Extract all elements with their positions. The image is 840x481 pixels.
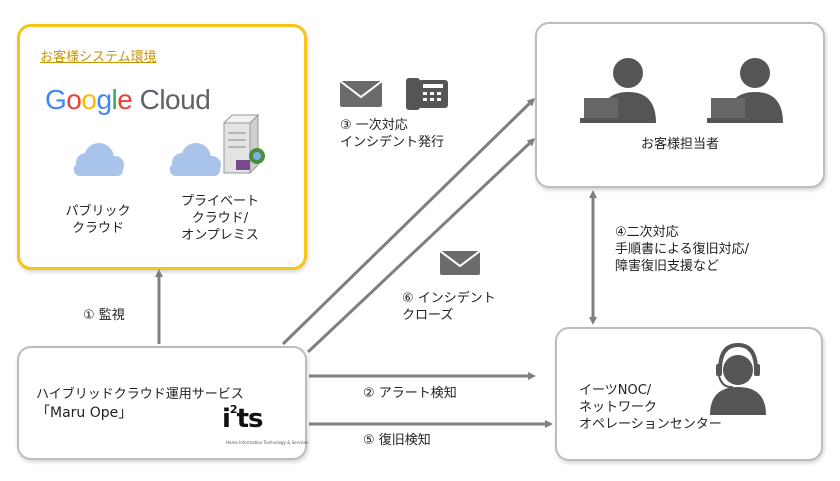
phone-icon <box>406 78 448 110</box>
google-cloud-logo: Google Cloud <box>45 84 211 115</box>
noc-box <box>555 327 823 461</box>
mail-icon <box>439 250 481 275</box>
cloud-icon <box>74 143 124 176</box>
recovery-label: ⑤ 復旧検知 <box>363 433 431 448</box>
second-response-label: ④二次対応 手順書による復旧対応/ 障害復旧支援など <box>615 225 749 274</box>
service-product-name: 「Maru Ope」 <box>36 405 133 421</box>
its-logo: i2ts <box>222 403 263 434</box>
customer-environment-box <box>17 24 307 270</box>
close-label: ⑥ インシデント クローズ <box>402 291 496 323</box>
person-laptop-icon <box>707 58 783 123</box>
monitor-label: ① 監視 <box>83 308 125 323</box>
private-cloud-label: プライベート クラウド/ オンプレミス <box>180 194 259 243</box>
service-name: ハイブリッドクラウド運用サービス <box>36 387 244 402</box>
first-response-label: ③ 一次対応 インシデント発行 <box>340 118 445 150</box>
noc-label: イーツNOC/ ネットワーク オペレーションセンター <box>579 383 722 432</box>
person-laptop-icon <box>580 58 656 123</box>
public-cloud-label: パブリック クラウド <box>65 204 131 236</box>
escalation-arrow <box>306 137 536 354</box>
headset-operator-icon <box>710 342 766 415</box>
first-response-arrow <box>281 97 536 346</box>
server-icon <box>222 113 265 175</box>
mail-icon <box>339 80 383 107</box>
service-box <box>17 346 307 460</box>
customer-env-title: お客様システム環境 <box>40 50 157 65</box>
cloud-icon <box>170 143 221 176</box>
customer-staff-label: お客様担当者 <box>640 137 719 152</box>
its-logo-tagline: Home Information Technology & Services <box>226 440 309 445</box>
alert-label: ② アラート検知 <box>363 386 457 401</box>
